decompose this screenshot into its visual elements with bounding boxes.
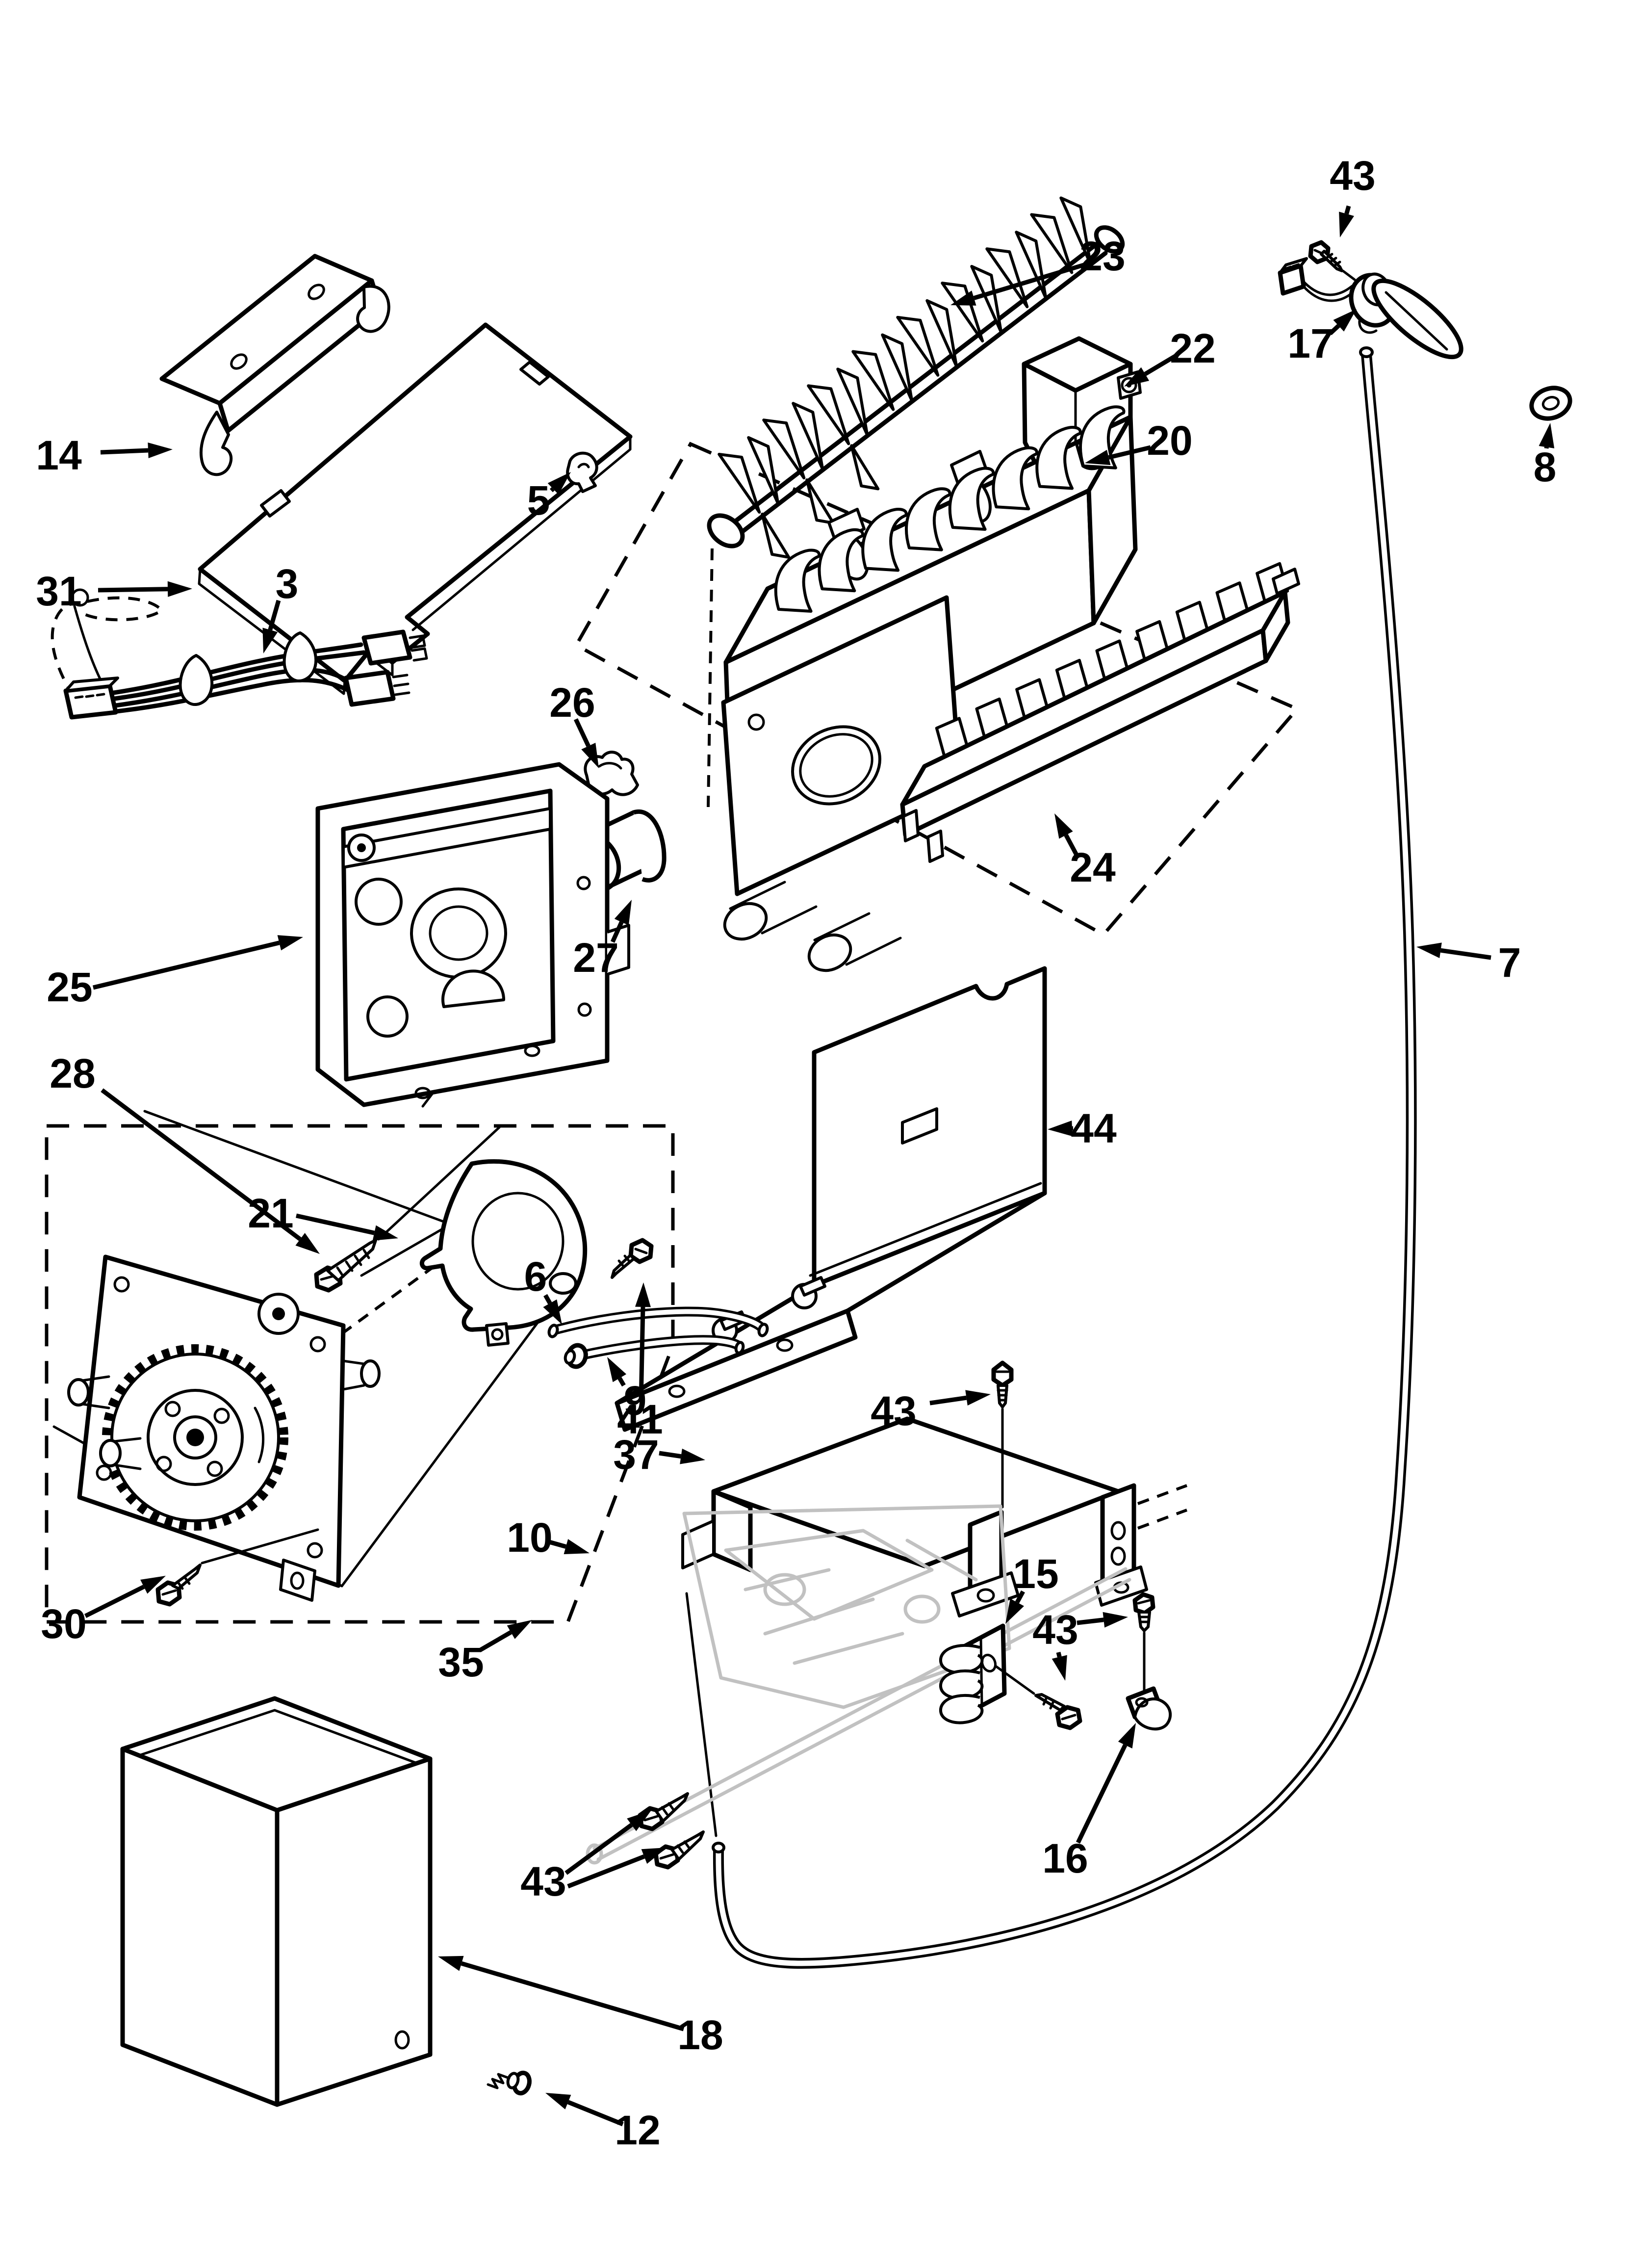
part-26-clip <box>584 751 639 796</box>
part-30-screw <box>155 1528 319 1607</box>
callout-number: 3 <box>276 561 299 607</box>
callout-14: 14 <box>36 432 173 478</box>
part-6-tube <box>547 1306 769 1338</box>
part-8-grommet <box>1529 386 1572 421</box>
callout-number: 24 <box>1070 844 1116 890</box>
callout-25: 25 <box>47 935 303 1010</box>
callout-number: 14 <box>36 432 82 478</box>
callout-22: 22 <box>1124 325 1216 387</box>
callout-number: 5 <box>527 477 550 523</box>
callout-number: 17 <box>1287 320 1333 366</box>
callout-number: 37 <box>613 1432 659 1478</box>
callout-9: 9 <box>607 1357 646 1424</box>
callout-43: 43 <box>520 1810 667 1904</box>
callout-10: 10 <box>507 1514 590 1561</box>
part-23-ejector-auger <box>707 196 1125 559</box>
callout-6: 6 <box>524 1253 562 1325</box>
callout-number: 7 <box>1498 939 1521 986</box>
callout-number: 10 <box>507 1514 552 1561</box>
callout-number: 21 <box>248 1190 293 1236</box>
callout-26: 26 <box>549 679 599 768</box>
callout-43: 43 <box>1330 153 1376 237</box>
part-12-fastener <box>487 2070 532 2096</box>
part-41-screw <box>611 1238 654 1279</box>
part-14-support-bracket <box>159 254 390 476</box>
callout-28: 28 <box>50 1050 320 1254</box>
callout-number: 43 <box>520 1858 566 1904</box>
part-43-screw-bracket <box>991 1360 1014 1509</box>
part-43-screw-top <box>1308 240 1356 281</box>
part-18-cover-box <box>120 1696 433 2107</box>
callout-number: 43 <box>871 1388 916 1434</box>
callout-number: 31 <box>36 568 81 614</box>
callout-43: 43 <box>871 1388 991 1434</box>
part-17-thermistor <box>1278 257 1463 360</box>
alignment-lines <box>685 548 718 1837</box>
callout-number: 6 <box>524 1253 547 1300</box>
callout-number: 30 <box>41 1601 86 1647</box>
callout-number: 43 <box>1330 153 1375 199</box>
callout-number: 25 <box>47 964 92 1010</box>
part-9-tube <box>564 1335 745 1369</box>
part-28-screw <box>314 1126 537 1293</box>
callout-number: 9 <box>624 1378 647 1424</box>
callout-37: 37 <box>613 1432 705 1478</box>
part-16-clamp <box>1126 1686 1172 1731</box>
callout-27: 27 <box>573 900 632 981</box>
callout-number: 26 <box>549 679 595 726</box>
callout-number: 41 <box>617 1396 663 1442</box>
callout-number: 22 <box>1170 325 1215 371</box>
callout-12: 12 <box>545 2093 661 2153</box>
callout-35: 35 <box>438 1620 532 1685</box>
callout-number: 44 <box>1071 1105 1117 1151</box>
part-24-ice-stripper <box>900 562 1300 863</box>
callout-43: 43 <box>1032 1607 1128 1681</box>
callout-44: 44 <box>1048 1105 1117 1151</box>
callout-30: 30 <box>41 1576 166 1647</box>
callout-41: 41 <box>617 1282 663 1442</box>
callout-8: 8 <box>1534 423 1557 490</box>
part-5-clip <box>566 451 598 493</box>
part-3-wire-harness <box>51 588 428 720</box>
part-37-tube-bracket <box>681 1416 1188 1617</box>
callout-15: 15 <box>1005 1551 1059 1624</box>
part-7-fill-tube <box>712 346 1417 1969</box>
callout-17: 17 <box>1287 309 1357 366</box>
callout-20: 20 <box>1085 417 1193 465</box>
callout-7: 7 <box>1416 939 1521 986</box>
callout-23: 23 <box>950 233 1126 306</box>
callout-5: 5 <box>527 472 571 523</box>
callout-31: 31 <box>36 568 192 614</box>
part-15-spring-clamp <box>939 1623 1035 1724</box>
callout-number: 23 <box>1079 233 1125 279</box>
callout-number: 28 <box>50 1050 95 1096</box>
callout-number: 16 <box>1042 1835 1088 1881</box>
part-21-motor <box>313 1159 588 1356</box>
part-25-module <box>315 762 630 1107</box>
callout-number: 27 <box>573 935 618 981</box>
callout-number: 12 <box>615 2107 660 2153</box>
callout-21: 21 <box>248 1190 398 1241</box>
gear-plate <box>67 1254 381 1602</box>
callout-number: 43 <box>1032 1607 1078 1653</box>
part-43-screw-clamp15 <box>1034 1693 1082 1730</box>
callout-18: 18 <box>438 1955 723 2058</box>
callout-3: 3 <box>262 561 298 653</box>
callout-16: 16 <box>1042 1723 1136 1881</box>
callout-number: 18 <box>677 2012 723 2058</box>
callout-number: 20 <box>1147 417 1192 464</box>
auger-fins <box>718 196 1092 559</box>
callout-number: 8 <box>1534 444 1557 490</box>
callout-number: 35 <box>438 1639 484 1685</box>
mold-ejector-fingers <box>774 405 1126 613</box>
callout-number: 15 <box>1013 1551 1058 1597</box>
callout-24: 24 <box>1054 813 1116 890</box>
part-44-shield-bracket <box>615 966 1047 1432</box>
part-20-icemaker-mold <box>721 405 1138 972</box>
part-43-screw-clamp16 <box>1132 1592 1155 1692</box>
